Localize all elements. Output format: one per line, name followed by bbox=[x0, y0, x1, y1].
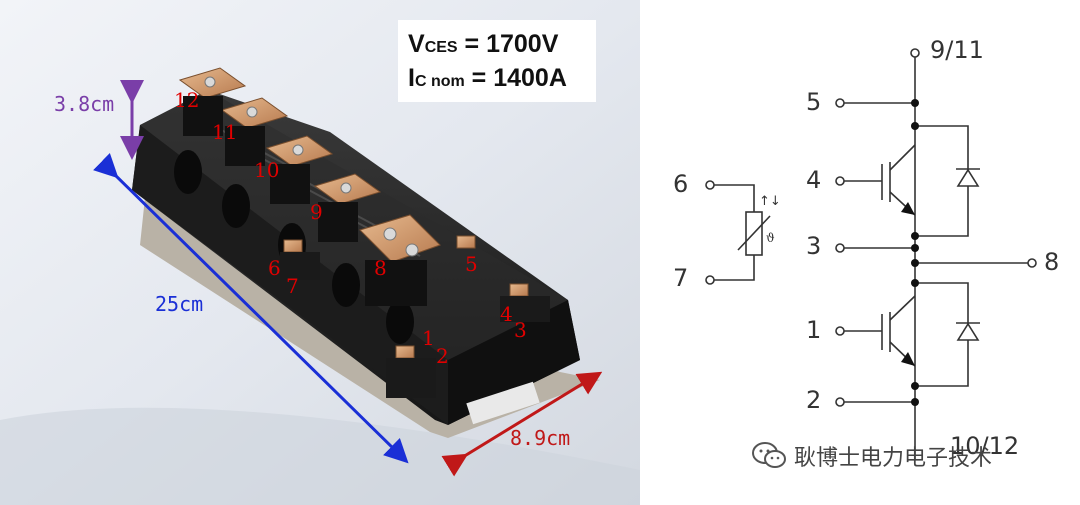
wechat-icon bbox=[752, 442, 786, 468]
length-label: 25cm bbox=[155, 292, 204, 316]
svg-text:ϑ: ϑ bbox=[766, 231, 775, 245]
terminal-label-1: 1 bbox=[806, 316, 822, 344]
spec-box: VCES = 1700V IC nom = 1400A bbox=[398, 20, 596, 102]
watermark-text: 耿博士电力电子技术 bbox=[794, 446, 993, 471]
terminal-number: 9 bbox=[310, 200, 323, 224]
terminal-number: 4 bbox=[500, 302, 513, 326]
ic-rating: IC nom = 1400A bbox=[408, 64, 567, 92]
vces-rating: VCES = 1700V bbox=[408, 30, 559, 58]
height-label: 3.8cm bbox=[54, 92, 115, 116]
terminal-label-5: 5 bbox=[806, 88, 822, 116]
terminal-number: 5 bbox=[465, 252, 478, 276]
svg-text:↑↓: ↑↓ bbox=[759, 194, 781, 209]
terminal-number: 10 bbox=[254, 158, 280, 182]
width-dimension-arrow bbox=[441, 371, 603, 477]
terminal-number: 12 bbox=[174, 88, 200, 112]
terminal-number: 1 bbox=[422, 326, 435, 350]
terminal-label-9-11: 9/11 bbox=[930, 36, 984, 64]
terminal-label-6: 6 bbox=[673, 170, 689, 198]
igbt-halfbridge-schematic: ↑↓ ϑ bbox=[705, 48, 1037, 460]
terminal-number: 6 bbox=[268, 256, 281, 280]
terminal-label-4: 4 bbox=[806, 166, 822, 194]
terminal-number: 8 bbox=[374, 256, 387, 280]
length-dimension-arrow bbox=[93, 153, 409, 464]
terminal-label-8: 8 bbox=[1044, 248, 1060, 276]
terminal-number: 11 bbox=[212, 120, 238, 144]
width-label: 8.9cm bbox=[510, 426, 571, 450]
terminal-label-10-12: 10/12 bbox=[950, 432, 1020, 460]
watermark: 耿博士电力电子技术 bbox=[752, 440, 992, 472]
terminal-number: 2 bbox=[436, 344, 449, 368]
terminal-number: 3 bbox=[514, 318, 527, 342]
terminal-label-3: 3 bbox=[806, 232, 822, 260]
terminal-number: 7 bbox=[286, 274, 299, 298]
terminal-label-7: 7 bbox=[673, 264, 689, 292]
terminal-label-2: 2 bbox=[806, 386, 822, 414]
